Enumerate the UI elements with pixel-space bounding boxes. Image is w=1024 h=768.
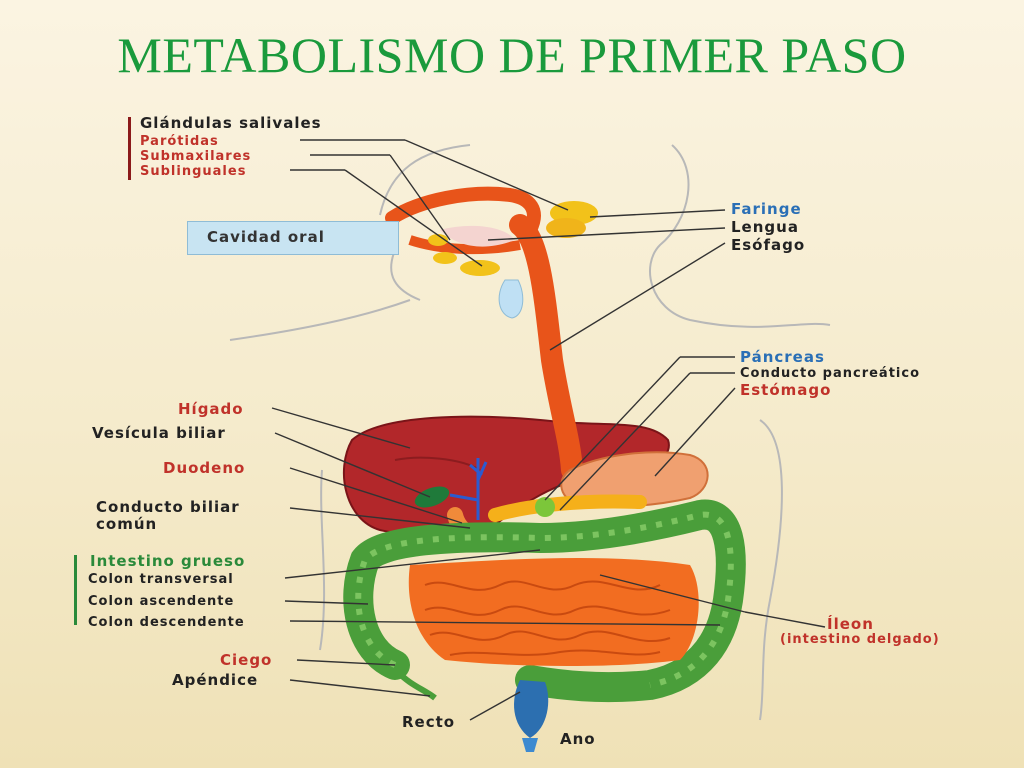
label-higado: Hígado	[178, 400, 244, 418]
label-colon-ascendente: Colon ascendente	[88, 594, 235, 609]
cavidad-oral-box	[187, 221, 399, 255]
label-conducto-biliar: Conducto biliar	[96, 498, 240, 516]
small-intestine	[408, 557, 699, 666]
small-intestine-loops	[424, 580, 671, 656]
label-submaxilares: Submaxilares	[140, 149, 252, 164]
label-sublinguales: Sublinguales	[140, 164, 247, 179]
label-glandulas: Glándulas salivales	[140, 114, 322, 132]
label-apendice: Apéndice	[172, 671, 259, 689]
label-duodeno: Duodeno	[163, 459, 246, 477]
label-colon-transversal: Colon transversal	[88, 572, 234, 587]
glandulas-bracket	[128, 117, 131, 180]
label-ileon: Íleon	[827, 615, 874, 633]
label-colon-descendente: Colon descendente	[88, 615, 245, 630]
label-ciego: Ciego	[220, 651, 273, 669]
label-intestino-delgado: (intestino delgado)	[780, 632, 940, 647]
intestino-bracket	[74, 555, 77, 625]
gallbladder	[414, 486, 450, 508]
label-recto: Recto	[402, 713, 456, 731]
page-title: METABOLISMO DE PRIMER PASO	[117, 27, 907, 83]
sublingual-gland	[433, 252, 457, 264]
label-estomago: Estómago	[740, 381, 832, 399]
label-parotidas: Parótidas	[140, 134, 219, 149]
rectum	[514, 680, 549, 738]
label-conducto-biliar-comun: común	[96, 515, 158, 533]
label-conducto-pancreatico: Conducto pancreático	[740, 366, 921, 381]
submaxillary-gland	[460, 260, 500, 276]
label-intestino-grueso: Intestino grueso	[90, 552, 246, 570]
label-vesicula: Vesícula biliar	[92, 424, 226, 442]
label-esofago: Esófago	[731, 236, 806, 254]
label-lengua: Lengua	[731, 218, 799, 236]
label-pancreas: Páncreas	[740, 348, 825, 366]
label-faringe: Faringe	[731, 200, 802, 218]
pancreas	[488, 494, 647, 522]
body-outline	[229, 144, 831, 721]
label-ano: Ano	[560, 730, 596, 748]
leader-lines	[271, 139, 826, 721]
esophagus	[509, 214, 583, 481]
label-cavidad-oral: Cavidad oral	[207, 228, 325, 246]
